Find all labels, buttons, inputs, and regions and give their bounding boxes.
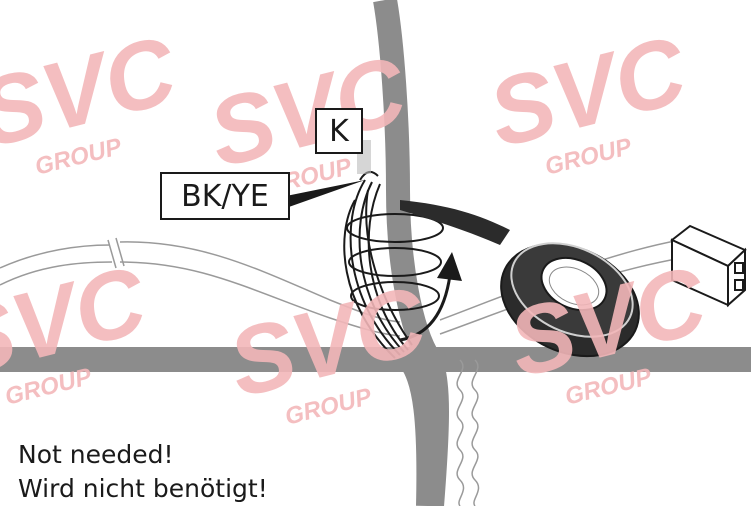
coiled-cord — [456, 359, 480, 506]
note-english: Not needed! — [18, 440, 174, 469]
note-german: Wird nicht benötigt! — [18, 474, 268, 503]
arrow-icon — [399, 252, 462, 342]
tape-roll-icon — [500, 242, 640, 358]
coiled-wire-bundle — [343, 170, 444, 359]
label-bk-ye: BK/YE — [160, 172, 290, 220]
connector-plug-icon — [670, 224, 747, 308]
pointer-bkye — [286, 180, 365, 208]
label-k: K — [315, 108, 363, 154]
tape-strip — [400, 200, 510, 245]
